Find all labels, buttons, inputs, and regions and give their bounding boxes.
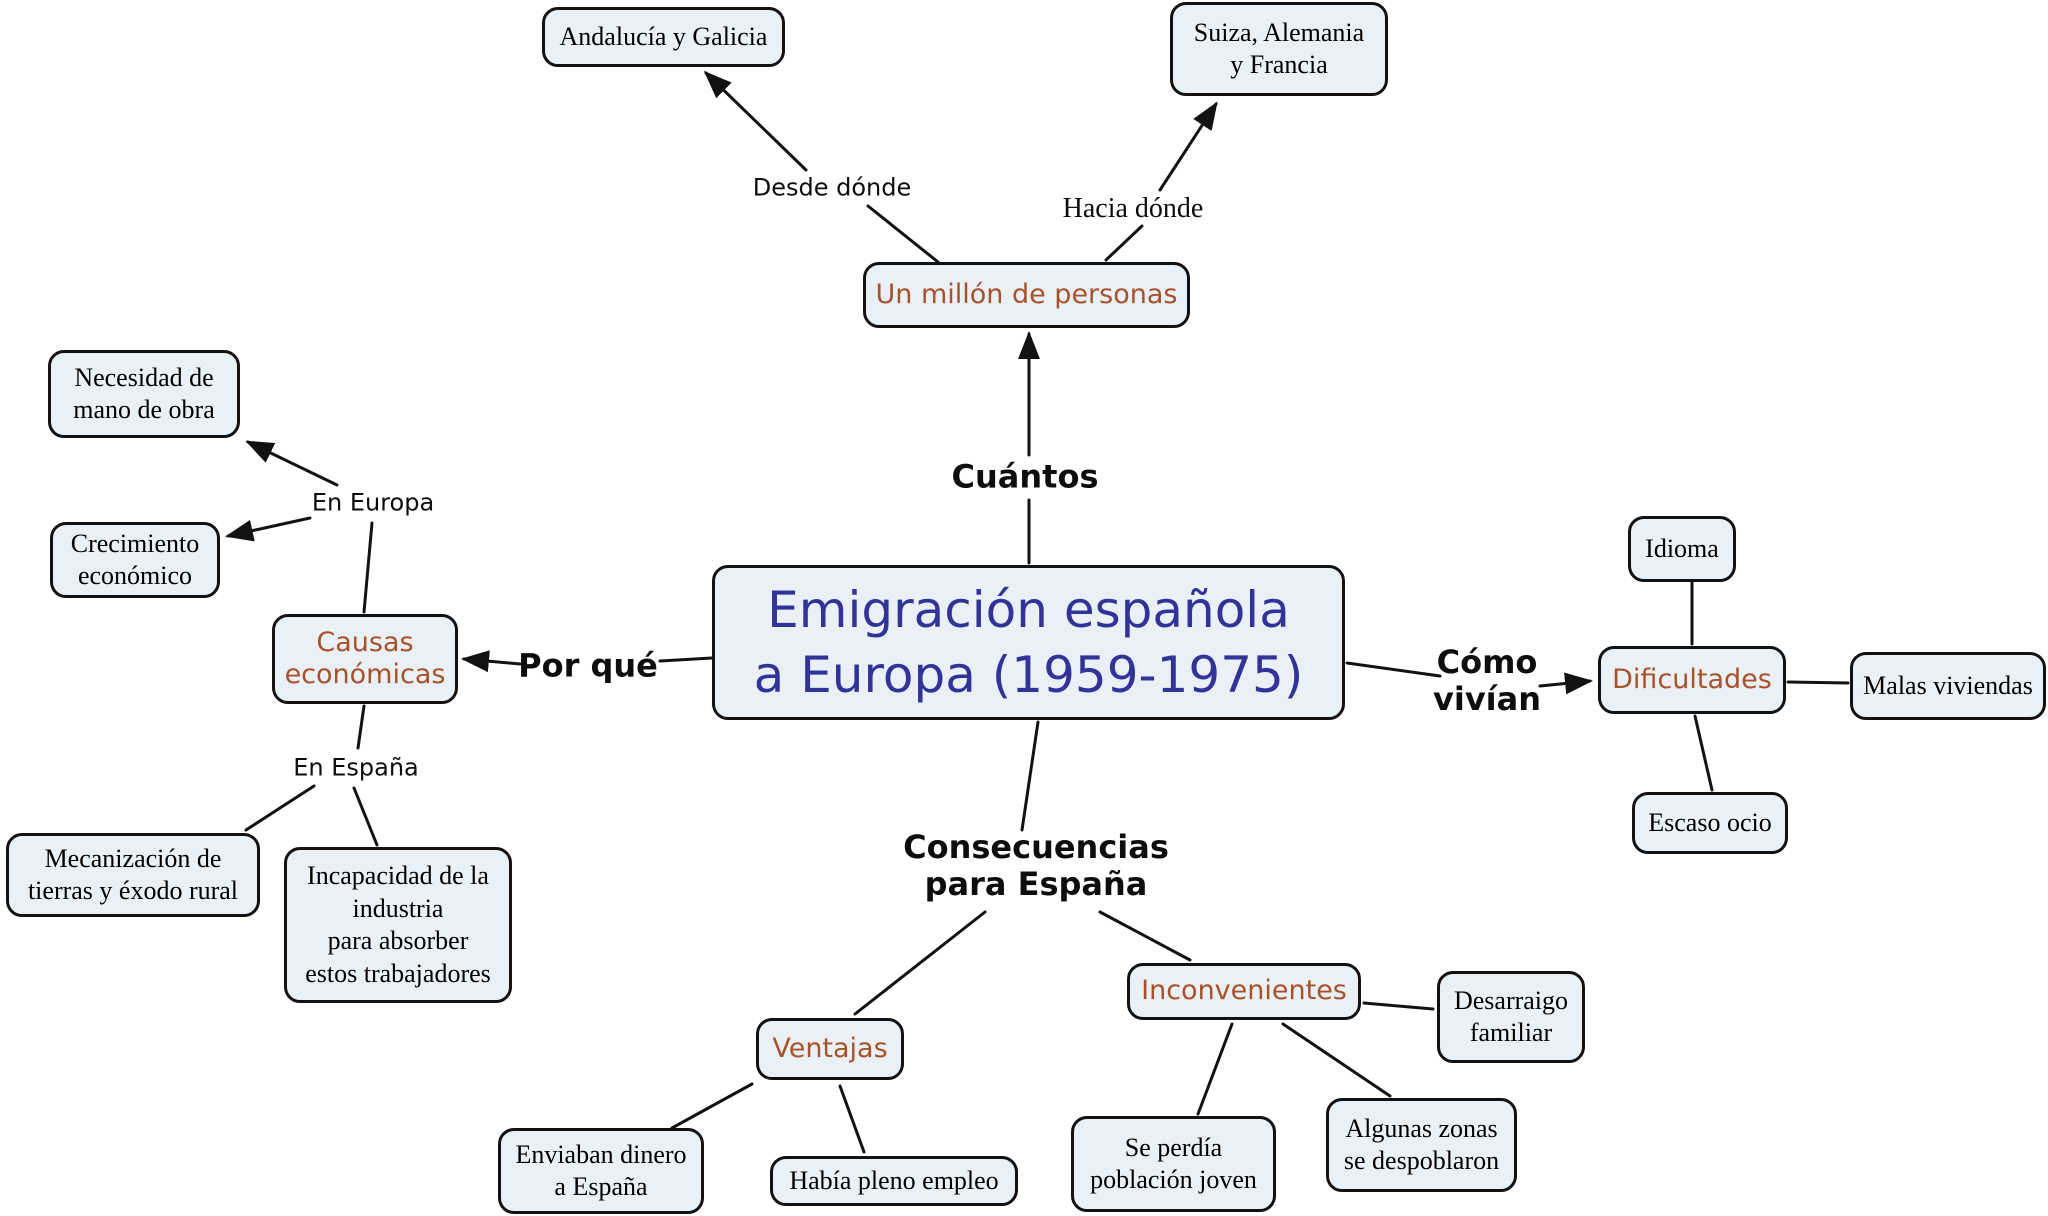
concept-node-se-perdia-poblacion[interactable]: Se perdía población joven <box>1071 1116 1276 1212</box>
concept-node-necesidad-mano-de-obra[interactable]: Necesidad de mano de obra <box>48 350 240 438</box>
link-label-hacia-donde[interactable]: Hacia dónde <box>1062 193 1204 225</box>
concept-node-incapacidad-industria[interactable]: Incapacidad de la industria para absorbe… <box>284 847 512 1003</box>
link-label-en-espana[interactable]: En España <box>293 753 419 782</box>
link-label-como-vivian[interactable]: Cómo vivían <box>1432 643 1542 718</box>
link-label-por-que[interactable]: Por qué <box>518 646 658 685</box>
concept-node-desarraigo-familiar[interactable]: Desarraigo familiar <box>1437 971 1585 1063</box>
concept-node-pleno-empleo[interactable]: Había pleno empleo <box>770 1156 1018 1206</box>
concept-node-dificultades[interactable]: Dificultades <box>1598 646 1786 714</box>
concept-node-crecimiento-economico[interactable]: Crecimiento económico <box>50 522 220 598</box>
concept-node-causas-economicas[interactable]: Causas económicas <box>272 614 458 704</box>
concept-node-mecanizacion-exodo-rural[interactable]: Mecanización de tierras y éxodo rural <box>6 833 260 917</box>
concept-node-emigracion-espanola[interactable]: Emigración española a Europa (1959-1975) <box>712 565 1345 720</box>
concept-node-zonas-despobladas[interactable]: Algunas zonas se despoblaron <box>1326 1098 1517 1192</box>
concept-node-un-millon-de-personas[interactable]: Un millón de personas <box>863 262 1190 328</box>
concept-node-ventajas[interactable]: Ventajas <box>756 1018 904 1080</box>
link-label-consecuencias[interactable]: Consecuencias para España <box>903 828 1169 903</box>
concept-node-andalucia-y-galicia[interactable]: Andalucía y Galicia <box>542 7 785 67</box>
concept-node-idioma[interactable]: Idioma <box>1628 516 1736 582</box>
concept-node-enviaban-dinero[interactable]: Enviaban dinero a España <box>498 1128 704 1214</box>
concept-node-inconvenientes[interactable]: Inconvenientes <box>1127 963 1361 1020</box>
concept-node-suiza-alemania-francia[interactable]: Suiza, Alemania y Francia <box>1170 2 1388 96</box>
concept-node-malas-viviendas[interactable]: Malas viviendas <box>1850 652 2046 720</box>
link-label-en-europa[interactable]: En Europa <box>311 488 435 517</box>
link-label-desde-donde[interactable]: Desde dónde <box>752 173 912 202</box>
link-label-cuantos[interactable]: Cuántos <box>951 457 1099 496</box>
concept-node-escaso-ocio[interactable]: Escaso ocio <box>1632 792 1788 854</box>
